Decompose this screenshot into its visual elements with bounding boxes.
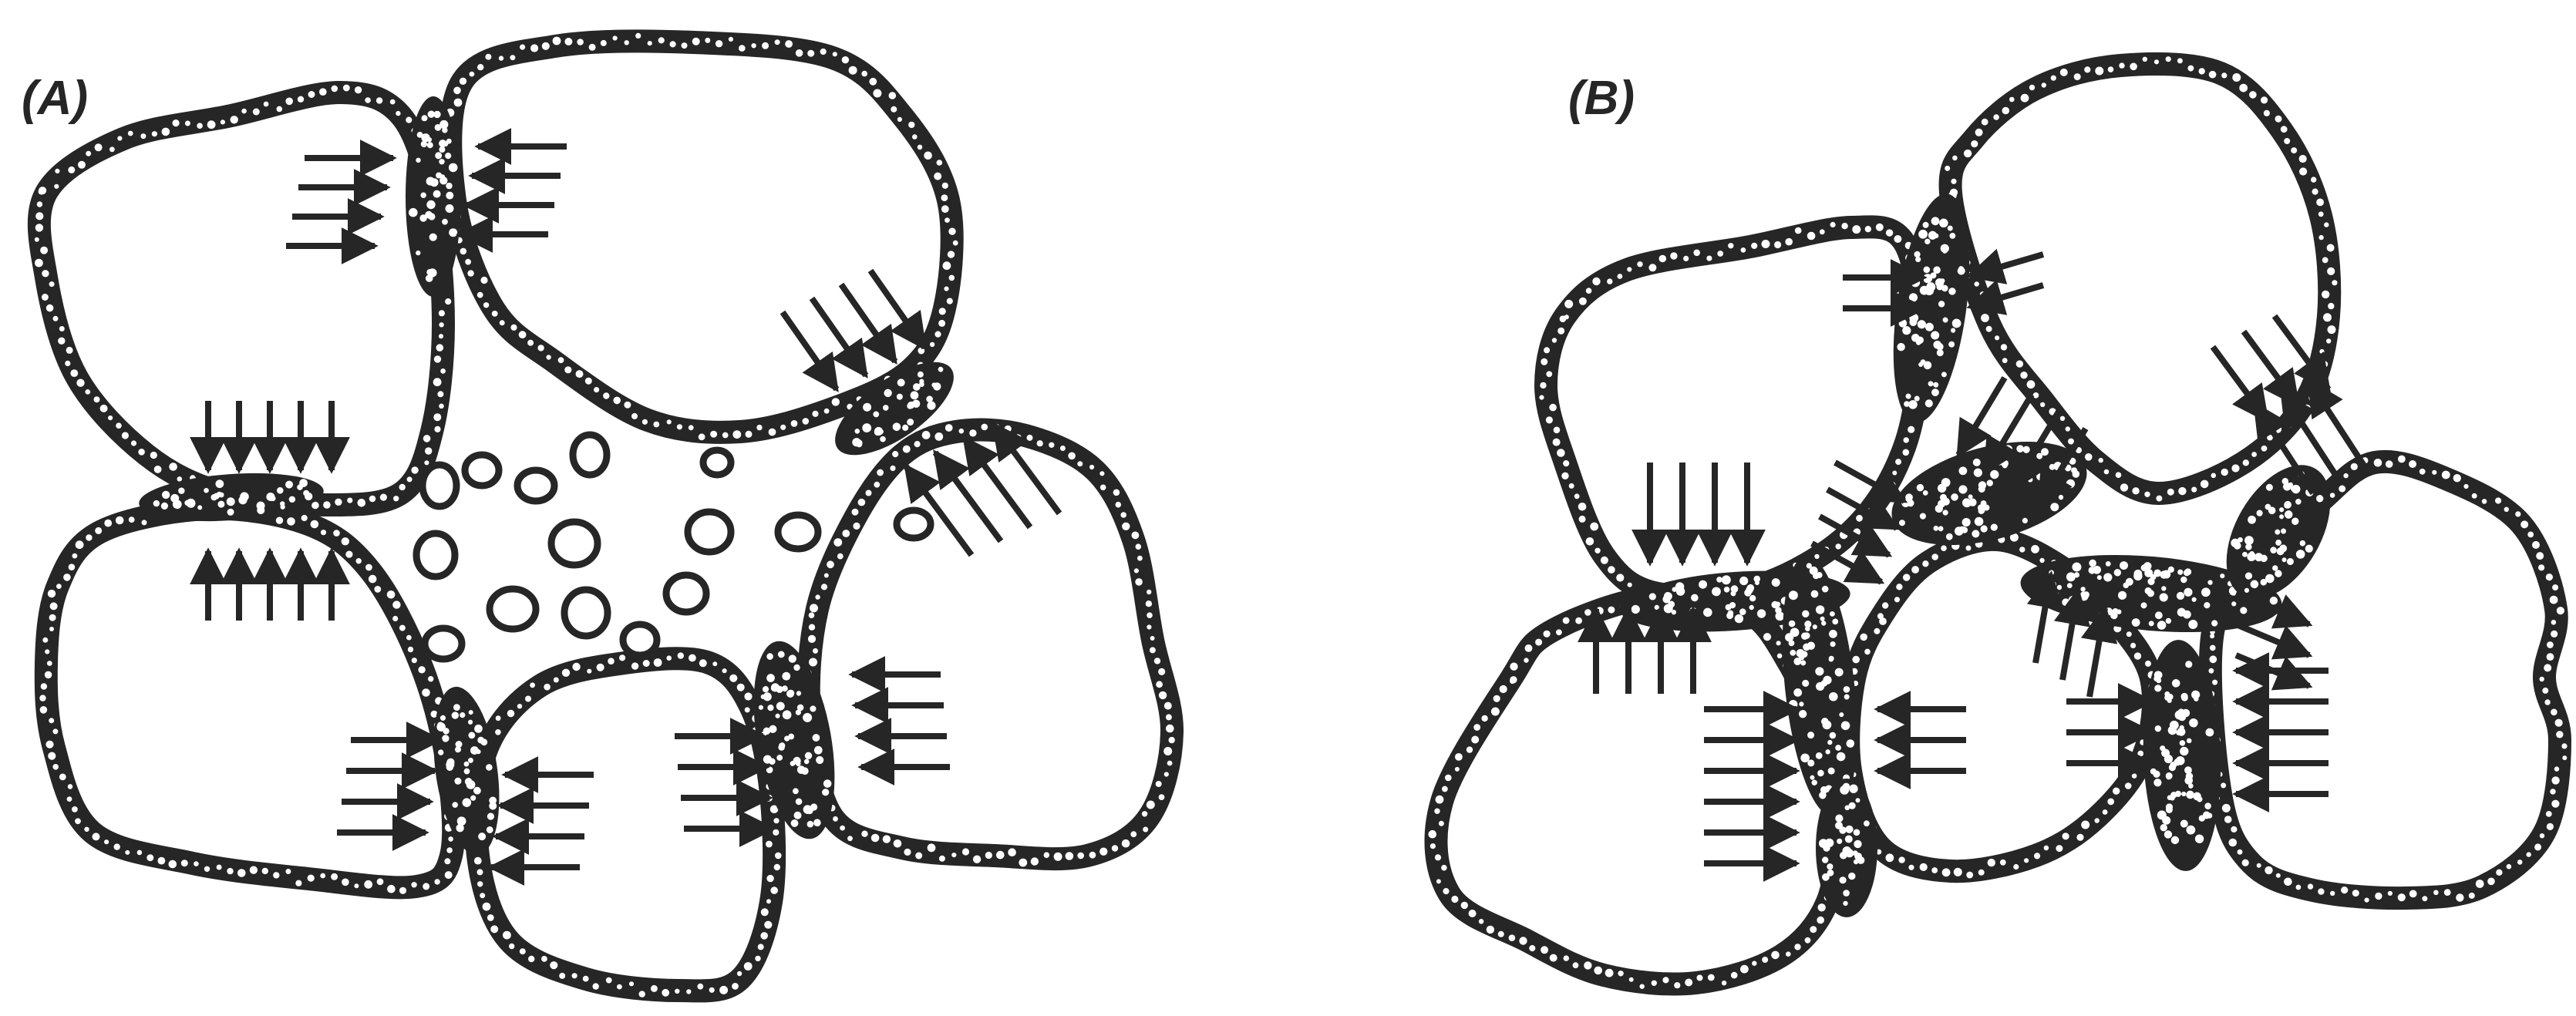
panel-a-grain	[470, 652, 781, 997]
panel-a-pore	[425, 628, 462, 659]
panel-a-pore	[623, 624, 657, 655]
panel-b-diagram	[1429, 56, 2568, 989]
panel-a-pore	[666, 575, 706, 612]
panel-a-pore	[564, 590, 608, 636]
panel-a-pore	[416, 533, 455, 577]
panel-b-arrow	[1958, 378, 2005, 455]
panel-a-pore	[465, 455, 499, 486]
panel-a-grain	[803, 424, 1175, 867]
panel-b-grain	[1429, 589, 1843, 989]
panel-a-pore	[778, 515, 818, 549]
panel-a-pore	[573, 435, 607, 475]
panel-b-arrow	[2309, 382, 2367, 470]
panel-a-pore	[703, 450, 731, 475]
panel-a-pore	[517, 470, 554, 501]
panel-a-grain	[35, 85, 452, 511]
panel-a-pore	[490, 589, 536, 629]
panel-a-contact-bridge	[406, 96, 461, 297]
panel-a-diagram	[35, 33, 1175, 997]
panel-a-pore	[688, 512, 731, 552]
panel-a-pore	[897, 510, 931, 538]
panel-a-pore	[423, 465, 456, 506]
panel-a-pore	[551, 522, 598, 565]
panel-b-contact-bridge	[1816, 779, 1877, 917]
